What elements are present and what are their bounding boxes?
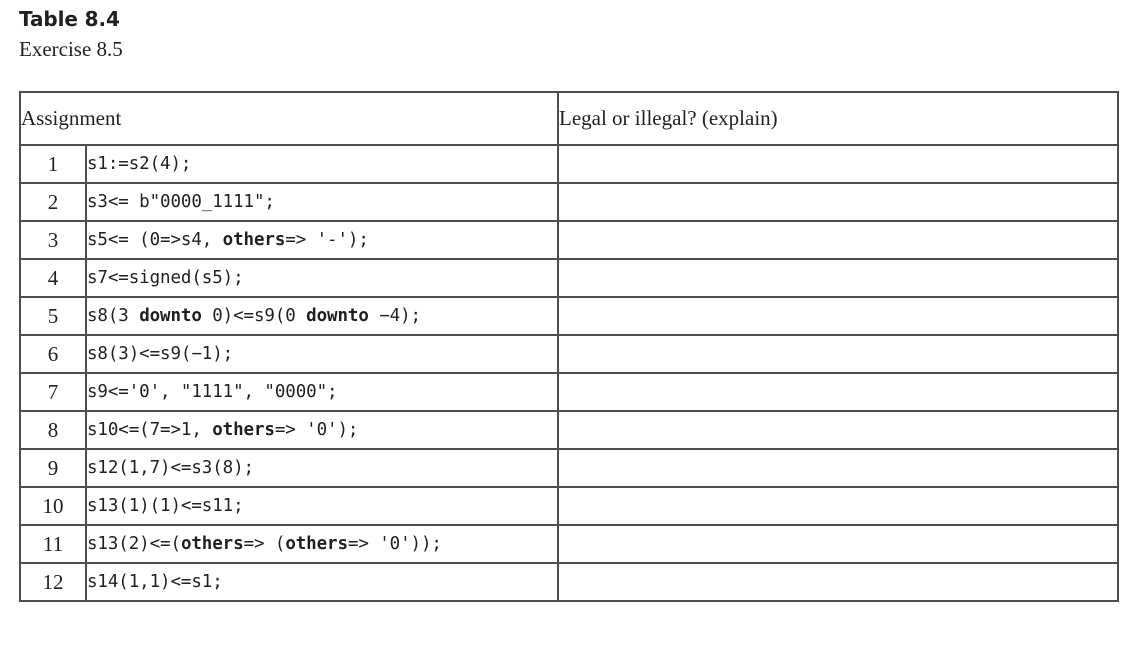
table-title-label: Exercise 8.5	[19, 37, 123, 61]
assignment-code-cell: s3<= b"0000_1111";	[85, 182, 559, 222]
answer-cell[interactable]	[557, 296, 1119, 336]
answer-cell[interactable]	[557, 524, 1119, 564]
row-index-cell: 8	[19, 410, 87, 450]
answer-cell[interactable]	[557, 258, 1119, 298]
row-index-cell: 3	[19, 220, 87, 260]
answer-cell[interactable]	[557, 562, 1119, 602]
assignment-code-cell: s5<= (0=>s4, others=> '-');	[85, 220, 559, 260]
row-index-cell: 9	[19, 448, 87, 488]
header-answer: Legal or illegal? (explain)	[557, 91, 1119, 146]
row-index-cell: 11	[19, 524, 87, 564]
assignment-code-cell: s13(1)(1)<=s11;	[85, 486, 559, 526]
row-index-cell: 2	[19, 182, 87, 222]
answer-cell[interactable]	[557, 448, 1119, 488]
row-index-cell: 10	[19, 486, 87, 526]
assignment-code-cell: s8(3 downto 0)<=s9(0 downto −4);	[85, 296, 559, 336]
assignment-code-cell: s14(1,1)<=s1;	[85, 562, 559, 602]
table-caption: Table 8.4 Exercise 8.5	[19, 6, 1117, 62]
assignment-code-cell: s1:=s2(4);	[85, 144, 559, 184]
table-header: Assignment Legal or illegal? (explain)	[19, 91, 1119, 146]
assignment-code-cell: s7<=signed(s5);	[85, 258, 559, 298]
row-index-cell: 4	[19, 258, 87, 298]
answer-cell[interactable]	[557, 334, 1119, 374]
answer-cell[interactable]	[557, 144, 1119, 184]
row-index-cell: 7	[19, 372, 87, 412]
row-index-cell: 6	[19, 334, 87, 374]
row-index-cell: 1	[19, 144, 87, 184]
assignment-code-cell: s12(1,7)<=s3(8);	[85, 448, 559, 488]
table-number-label: Table 8.4	[19, 7, 120, 31]
answer-cell[interactable]	[557, 220, 1119, 260]
assignment-code-cell: s13(2)<=(others=> (others=> '0'));	[85, 524, 559, 564]
answer-cell[interactable]	[557, 182, 1119, 222]
header-assignment: Assignment	[19, 91, 559, 146]
exercise-table: Assignment Legal or illegal? (explain) 1…	[19, 91, 1119, 602]
assignment-code-cell: s10<=(7=>1, others=> '0');	[85, 410, 559, 450]
answer-cell[interactable]	[557, 486, 1119, 526]
header-row: Assignment Legal or illegal? (explain)	[19, 91, 1119, 146]
row-index-cell: 5	[19, 296, 87, 336]
answer-cell[interactable]	[557, 372, 1119, 412]
row-index-cell: 12	[19, 562, 87, 602]
answer-cell[interactable]	[557, 410, 1119, 450]
assignment-code-cell: s8(3)<=s9(−1);	[85, 334, 559, 374]
assignment-code-cell: s9<='0', "1111", "0000";	[85, 372, 559, 412]
